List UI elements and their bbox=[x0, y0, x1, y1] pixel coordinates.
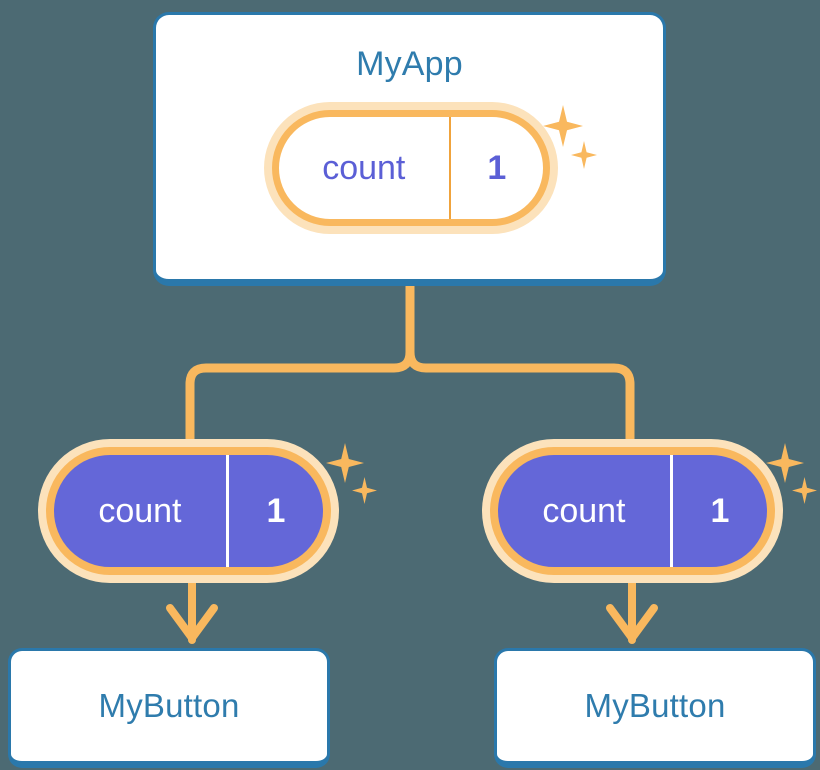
arrow-down-icon-right bbox=[606, 604, 658, 642]
branch-connector-right bbox=[405, 281, 635, 457]
state-pill-body[interactable]: count 1 bbox=[46, 447, 331, 575]
state-pill-myapp[interactable]: count 1 bbox=[264, 102, 558, 234]
state-key: count bbox=[498, 455, 673, 567]
state-pill-body[interactable]: count 1 bbox=[490, 447, 775, 575]
sparkle-star-large-icon bbox=[326, 443, 364, 483]
state-key: count bbox=[54, 455, 229, 567]
component-card-mybutton-right[interactable]: MyButton bbox=[494, 648, 816, 768]
sparkle-star-small-icon bbox=[352, 477, 377, 504]
state-pill-child-left[interactable]: count 1 bbox=[38, 439, 339, 583]
component-title: MyButton bbox=[98, 687, 240, 724]
page-title: MyApp bbox=[356, 45, 463, 83]
arrow-down-icon-left bbox=[166, 604, 218, 642]
state-key: count bbox=[279, 117, 451, 219]
sparkle-star-small-icon bbox=[792, 477, 817, 504]
branch-connector-left bbox=[185, 281, 415, 457]
component-card-mybutton-left[interactable]: MyButton bbox=[8, 648, 330, 768]
state-pill-child-right[interactable]: count 1 bbox=[482, 439, 783, 583]
state-pill-body[interactable]: count 1 bbox=[272, 110, 550, 226]
state-value: 1 bbox=[266, 491, 286, 530]
state-value: 1 bbox=[710, 491, 730, 530]
component-title: MyButton bbox=[584, 687, 726, 724]
state-value: 1 bbox=[487, 148, 507, 187]
